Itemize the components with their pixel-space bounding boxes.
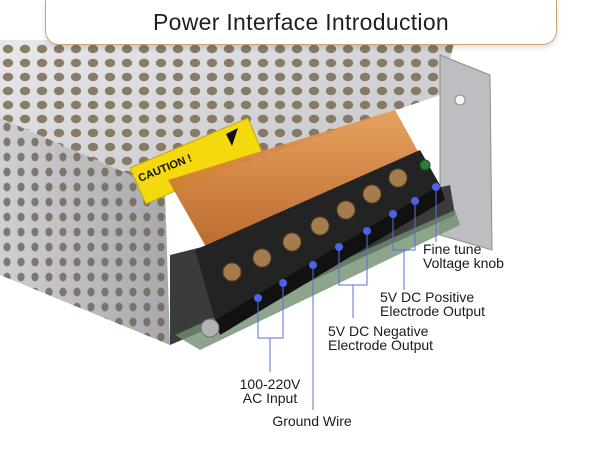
callout-ac-input-line2: AC Input bbox=[242, 390, 298, 406]
page-title: Power Interface Introduction bbox=[152, 8, 450, 35]
callout-dc-negative-line1: 5V DC Negative bbox=[328, 323, 429, 339]
mounting-bracket bbox=[439, 54, 493, 251]
callout-ac-input-line1: 100-220V bbox=[239, 376, 301, 392]
callout-dots bbox=[254, 183, 440, 302]
callout-dc-negative-line2: Electrode Output bbox=[328, 337, 434, 353]
bracket-screw-hole bbox=[454, 94, 466, 106]
callout-dc-positive-line2: Electrode Output bbox=[380, 303, 486, 319]
callout-dc-positive-line1: 5V DC Positive bbox=[380, 289, 475, 305]
callout-ground: Ground Wire bbox=[262, 414, 362, 428]
hazard-icon bbox=[226, 128, 238, 146]
terminal-block-front bbox=[215, 185, 445, 335]
callout-dc-negative: 5V DC Negative Electrode Output bbox=[328, 324, 433, 352]
title-bar: Power Interface Introduction bbox=[45, 0, 557, 45]
callout-dc-positive: 5V DC Positive Electrode Output bbox=[380, 290, 485, 318]
callout-ac-input: 100-220V AC Input bbox=[230, 377, 310, 405]
callout-ground-line1: Ground Wire bbox=[272, 413, 352, 429]
callout-fine-tune-line1: Fine tune bbox=[423, 241, 482, 257]
callout-lines bbox=[257, 187, 437, 410]
callout-fine-tune: Fine tune Voltage knob bbox=[423, 242, 504, 270]
terminal-cover bbox=[168, 110, 420, 245]
callout-fine-tune-line2: Voltage knob bbox=[423, 255, 504, 271]
case-top-holes bbox=[0, 40, 455, 190]
case-side-holes bbox=[0, 118, 170, 345]
terminal-screws bbox=[222, 168, 408, 282]
base-screw bbox=[200, 318, 220, 338]
voltage-knob bbox=[419, 159, 431, 171]
